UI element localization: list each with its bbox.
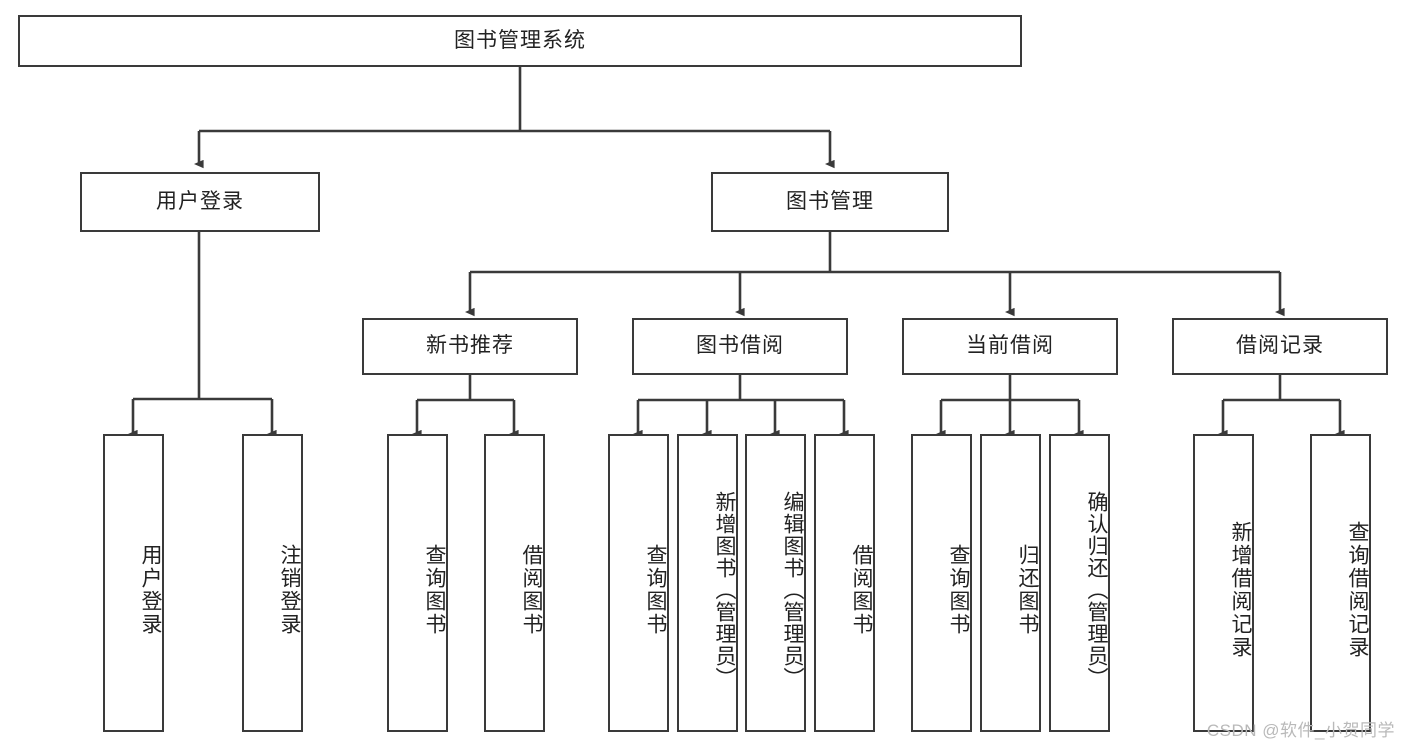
node-user-login[interactable]: 用户登录 [80, 172, 320, 232]
leaf-current-borrow-query-book[interactable]: 查询图书 [911, 434, 972, 732]
node-borrow-record[interactable]: 借阅记录 [1172, 318, 1388, 375]
leaf-new-book-query-book[interactable]: 查询图书 [387, 434, 448, 732]
leaf-user-login-logout[interactable]: 注销登录 [242, 434, 303, 732]
node-label: 查询图书 [423, 544, 446, 636]
node-label: 编辑图书（管理员） [781, 491, 804, 689]
node-book-borrow[interactable]: 图书借阅 [632, 318, 848, 375]
node-label: 图书管理系统 [454, 28, 586, 52]
node-label: 用户登录 [139, 544, 162, 636]
leaf-book-borrow-borrow-book[interactable]: 借阅图书 [814, 434, 875, 732]
node-label: 借阅图书 [520, 544, 543, 636]
leaf-borrow-record-add-record[interactable]: 新增借阅记录 [1193, 434, 1254, 732]
node-current-borrow[interactable]: 当前借阅 [902, 318, 1118, 375]
node-label: 借阅记录 [1236, 334, 1324, 358]
leaf-current-borrow-return-book[interactable]: 归还图书 [980, 434, 1041, 732]
node-label: 查询借阅记录 [1346, 521, 1369, 659]
csdn-watermark: CSDN @软件_小贺同学 [1206, 721, 1395, 740]
leaf-borrow-record-query-record[interactable]: 查询借阅记录 [1310, 434, 1371, 732]
node-label: 图书管理 [786, 189, 874, 213]
node-label: 归还图书 [1016, 544, 1039, 636]
leaf-book-borrow-query-book[interactable]: 查询图书 [608, 434, 669, 732]
leaf-book-borrow-edit-book-admin[interactable]: 编辑图书（管理员） [745, 434, 806, 732]
node-label: 新书推荐 [426, 334, 514, 358]
node-label: 注销登录 [278, 544, 301, 636]
node-root-book-management-system[interactable]: 图书管理系统 [18, 15, 1022, 67]
node-label: 新增借阅记录 [1229, 521, 1252, 659]
node-label: 查询图书 [644, 544, 667, 636]
leaf-book-borrow-add-book-admin[interactable]: 新增图书（管理员） [677, 434, 738, 732]
leaf-current-borrow-confirm-return-admin[interactable]: 确认归还（管理员） [1049, 434, 1110, 732]
node-label: 用户登录 [156, 189, 244, 213]
node-label: 新增图书（管理员） [713, 491, 736, 689]
node-new-book-recommend[interactable]: 新书推荐 [362, 318, 578, 375]
node-label: 查询图书 [947, 544, 970, 636]
node-label: 确认归还（管理员） [1085, 491, 1108, 689]
node-label: 当前借阅 [966, 334, 1054, 358]
leaf-new-book-borrow-book[interactable]: 借阅图书 [484, 434, 545, 732]
node-label: 图书借阅 [696, 334, 784, 358]
node-book-management[interactable]: 图书管理 [711, 172, 949, 232]
node-label: 借阅图书 [850, 544, 873, 636]
leaf-user-login-login[interactable]: 用户登录 [103, 434, 164, 732]
